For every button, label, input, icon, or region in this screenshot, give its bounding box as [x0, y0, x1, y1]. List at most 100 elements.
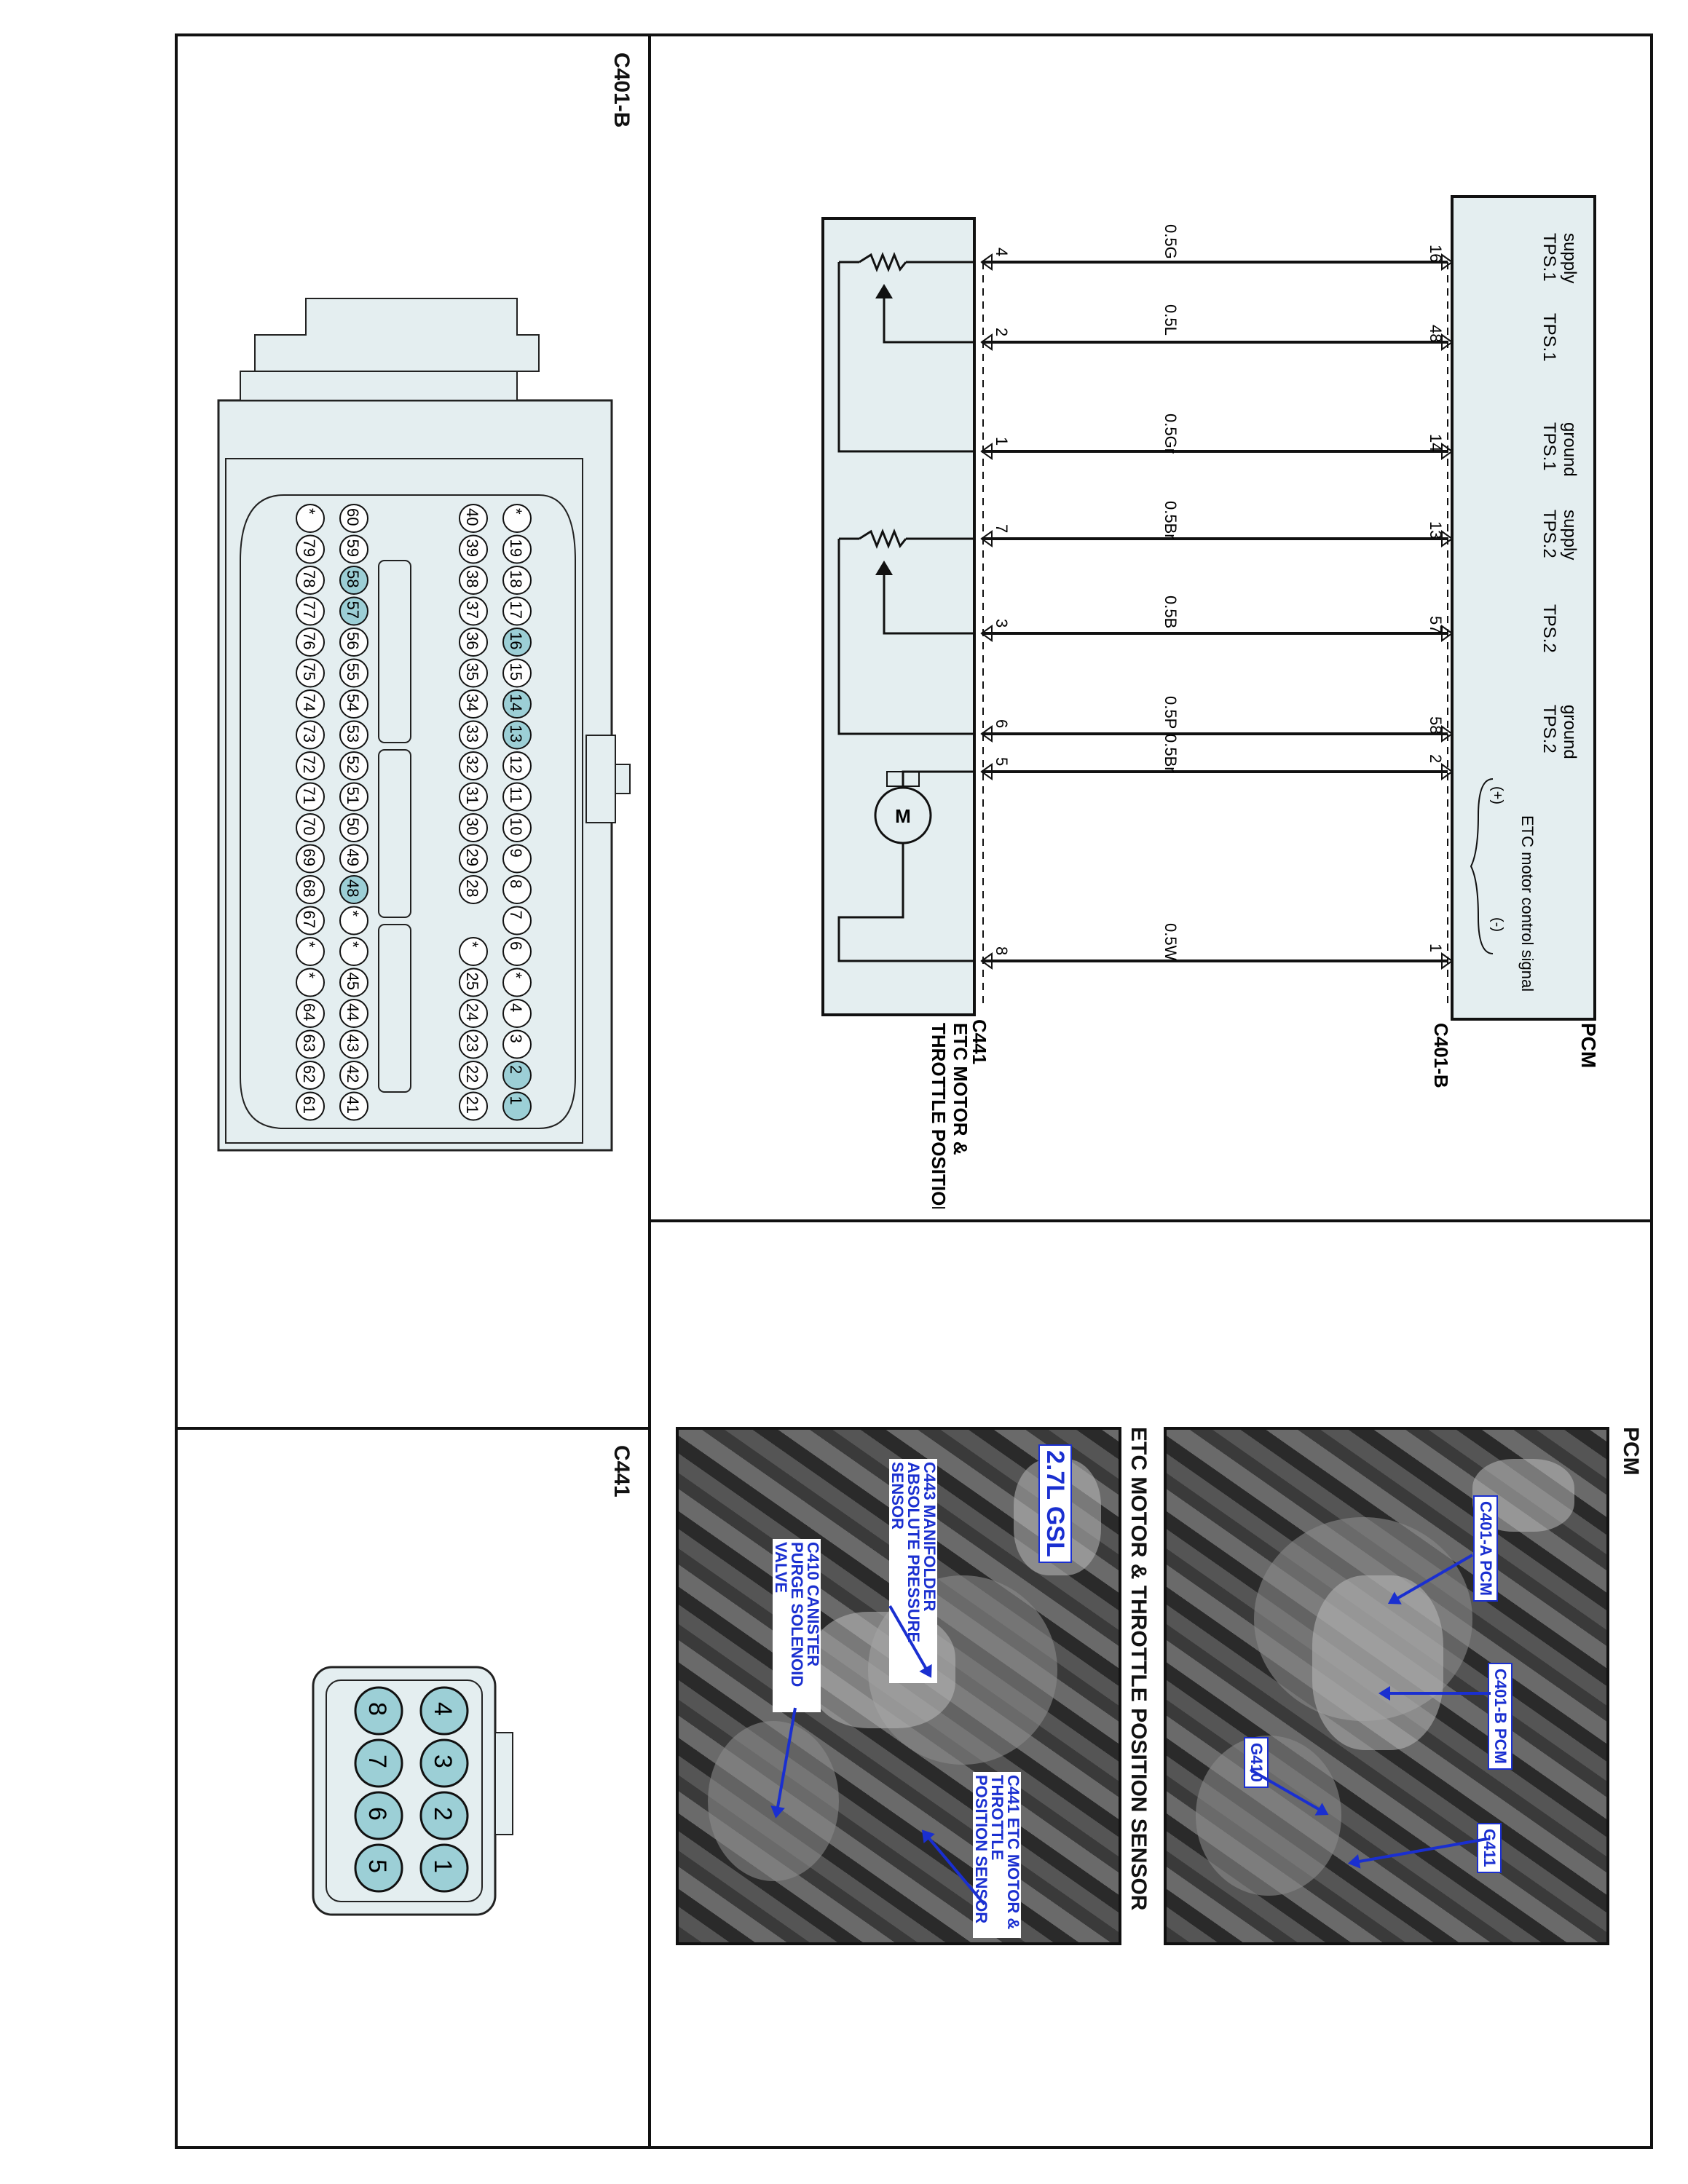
c401b-pin [502, 1091, 532, 1121]
pcm-function-label: TPS.1supply [1539, 233, 1579, 283]
pcm-pin-marker [1441, 625, 1454, 642]
c401b-pin-label: * [300, 508, 318, 515]
pcm-connector-label: C401-B [1430, 1023, 1452, 1088]
c401b-pin-label: 68 [300, 879, 318, 897]
c401b-pin [339, 813, 368, 842]
c401b-pin [502, 968, 532, 997]
sensor-pin-marker [980, 625, 993, 642]
sensor-pin-number: 8 [993, 946, 1011, 955]
c401b-pin-label: 48 [344, 879, 362, 897]
pcm-function-label: TPS.2supply [1539, 510, 1579, 560]
pcm-pin-marker [1441, 530, 1454, 547]
pcm-photo: C401-A PCM C401-B PCM G410 G411 [1164, 1427, 1609, 1945]
c401b-pin-label: 25 [463, 973, 481, 990]
c401b-pin [296, 720, 325, 750]
pcm-pin-marker [1441, 333, 1454, 351]
c401b-pin [459, 504, 488, 533]
c401b-pin [296, 1061, 325, 1090]
pcm-pin-marker [1441, 763, 1454, 780]
c401b-pin [459, 782, 488, 812]
c401b-pin-label: 75 [300, 663, 318, 681]
c401b-pin [459, 1029, 488, 1059]
c401b-pin [502, 751, 532, 780]
pcm-pin-number: 16 [1427, 245, 1445, 262]
sensor-pin-number: 1 [993, 437, 1011, 446]
c401b-pin-label: 2 [507, 1065, 525, 1074]
c401b-pin [339, 658, 368, 688]
c401b-pin [502, 937, 532, 966]
c401b-pin-label: 64 [300, 1003, 318, 1021]
sensor-pin-marker [980, 952, 993, 970]
c401b-pin-label: * [344, 911, 362, 917]
c401b-pin-label: 18 [507, 570, 525, 587]
c401b-pin [502, 658, 532, 688]
c401b-pin-label: 50 [344, 818, 362, 835]
c401b-pin [459, 1061, 488, 1090]
c401b-connector-face: *191817161514131211109876*43214039383736… [217, 298, 631, 1152]
c401b-pin-label: * [300, 941, 318, 948]
c401b-pin [459, 875, 488, 904]
c401b-pin-label: 78 [300, 570, 318, 587]
c401b-pin-label: 1 [507, 1096, 525, 1105]
c401b-pin [296, 628, 325, 657]
c401b-pin [502, 1029, 532, 1059]
c401b-pin-label: 22 [463, 1065, 481, 1083]
c401b-pin [296, 504, 325, 533]
wire-color-label: 0.5W [1162, 923, 1180, 961]
c401b-pin [339, 782, 368, 812]
c401b-pin-label: 52 [344, 756, 362, 773]
pcm-pin-number: 48 [1427, 325, 1445, 342]
c401b-pin [459, 689, 488, 719]
c401b-pin [339, 999, 368, 1028]
c401b-pin-label: 12 [507, 756, 525, 773]
pcm-pin-number: 13 [1427, 521, 1445, 539]
c401b-pin-label: 40 [463, 508, 481, 526]
wire-color-label: 0.5B [1162, 596, 1180, 628]
c401b-pin [339, 596, 368, 626]
c401b-pin-label: 10 [507, 818, 525, 835]
c401b-pin-label: 13 [507, 725, 525, 743]
c401b-pin-label: 71 [300, 787, 318, 804]
c401b-pin-label: 29 [463, 849, 481, 866]
c401b-pin-label: 31 [463, 787, 481, 804]
sensor-pin-marker [980, 443, 993, 460]
c401b-pin [296, 906, 325, 935]
c401b-pin-label: 44 [344, 1003, 362, 1021]
c401b-pin [339, 628, 368, 657]
pcm-pin-marker [1441, 952, 1454, 970]
c401b-pin-label: 74 [300, 694, 318, 711]
left-row-divider [175, 1427, 650, 1430]
c401b-pin-label: 23 [463, 1034, 481, 1052]
wire-color-label: 0.5Gr [1162, 414, 1180, 454]
c401b-pin [296, 1091, 325, 1121]
wire-color-label: 0.5G [1162, 224, 1180, 259]
c441-pin-label: 6 [363, 1807, 391, 1821]
c441-pin [419, 1738, 469, 1788]
c401b-pin [459, 968, 488, 997]
c401b-pin-label: 32 [463, 756, 481, 773]
c441-pin-label: 8 [363, 1702, 391, 1716]
c401b-pin-label: 70 [300, 818, 318, 835]
c401b-pin [296, 999, 325, 1028]
c401b-pin [502, 875, 532, 904]
c441-pin-label: 3 [429, 1754, 457, 1768]
c401b-pin [296, 566, 325, 595]
callout-c410: C410 CANISTER PURGE SOLENOID VALVE [772, 1542, 822, 1688]
wire-color-label: 0.5L [1162, 304, 1180, 336]
sensor-pin-marker [980, 763, 993, 780]
c401b-pin [339, 1091, 368, 1121]
page-frame [175, 33, 1653, 2149]
c401b-pin [459, 658, 488, 688]
c401b-pin-label: 37 [463, 601, 481, 619]
c401b-pin-label: 53 [344, 725, 362, 743]
c401b-pin [296, 844, 325, 874]
c441-pin [354, 1738, 403, 1788]
column-divider [648, 33, 651, 2149]
sensor-label-line: ETC MOTOR & [950, 1023, 971, 1155]
pcm-pin-number: 14 [1427, 434, 1445, 451]
sensor-pin-number: 5 [993, 757, 1011, 766]
callout-g411: G411 [1477, 1823, 1502, 1873]
c441-pin-label: 2 [429, 1807, 457, 1821]
wire-color-label: 0.5Br [1162, 501, 1180, 539]
